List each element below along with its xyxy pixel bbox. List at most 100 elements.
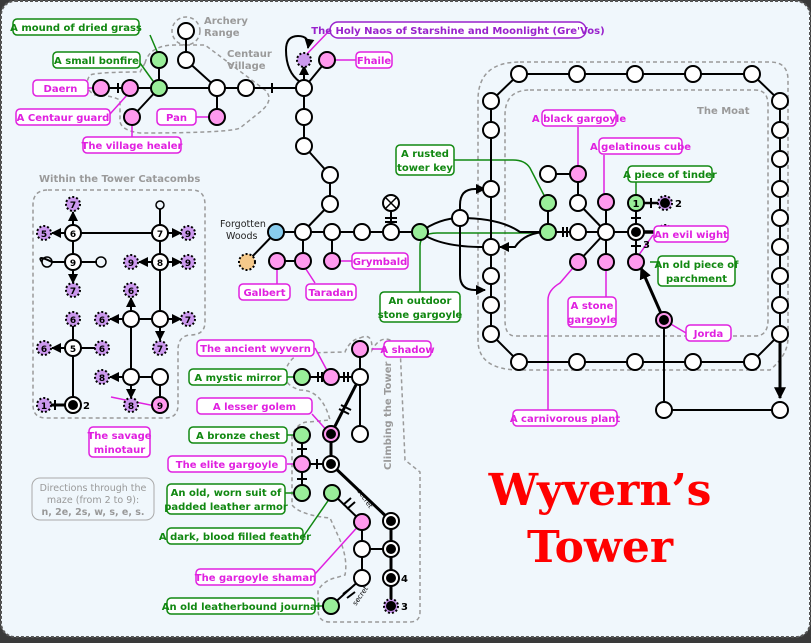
node-road-4[interactable] [321,195,339,213]
node-leather-armor[interactable] [293,484,311,502]
node-carnivorous-plant[interactable] [569,253,587,271]
node-woods-exit[interactable] [238,253,256,271]
node-ancient-wyvern[interactable] [322,368,340,386]
node-mystic-mirror[interactable] [293,368,311,386]
node-inner-3[interactable] [569,223,587,241]
label-text: An evil wight [654,230,728,241]
npc-label-jorda[interactable]: Jorda [685,324,732,342]
label-text: A Centaur guard [17,113,110,124]
node-elite-gargoyle[interactable] [293,455,311,473]
node-crossroads[interactable] [295,79,313,97]
npc-label-shadow[interactable]: A shadow [380,340,435,358]
node-small-bonfire[interactable] [150,79,168,97]
npc-label-lesser-golem[interactable]: A lesser golem [196,397,313,415]
node-village-north[interactable] [177,51,195,69]
npc-label-holy-naos[interactable]: The Holy Naos of Starshine and Moonlight… [311,21,605,39]
npc-label-daern[interactable]: Daern [32,79,89,97]
npc-label-taradan[interactable]: Taradan [305,283,357,301]
npc-label-evil-wight[interactable]: An evil wight [653,225,729,243]
npc-label-black-gargoyle[interactable]: A black gargoyle [532,109,626,127]
npc-label-centaur-guard[interactable]: A Centaur guard [15,108,111,126]
node-black-gargoyle[interactable] [569,165,587,183]
label-text: A carnivorous plant [510,414,621,425]
node-climb-east[interactable] [351,425,369,443]
node-blood-feather[interactable] [323,484,341,502]
node-forgotten-woods[interactable] [267,223,285,241]
node-outdoor-gargoyle[interactable] [411,223,429,241]
item-label-bronze-chest[interactable]: A bronze chest [188,426,288,444]
node-inner-west[interactable] [539,165,557,183]
item-label-blood-feather[interactable]: A dark, blood filled feather [159,527,311,545]
npc-label-grymbald[interactable]: Grymbald [351,252,409,270]
node-village-healer[interactable] [123,108,141,126]
node-road-2[interactable] [295,137,313,155]
npc-label-pan[interactable]: Pan [156,108,197,126]
node-road-3[interactable] [321,166,339,184]
node-village-east[interactable] [237,79,255,97]
node-centaur-guard[interactable] [121,79,139,97]
label-text: A dark, blood filled feather [159,532,311,543]
node-stone-gargoyle[interactable] [597,253,615,271]
node-village-center[interactable] [208,79,226,97]
item-label-small-bonfire[interactable]: A small bonfire [52,51,141,69]
node-leather-journal[interactable] [322,597,340,615]
node-south-2[interactable] [771,401,789,419]
node-piece-of-tinder[interactable] [627,194,645,212]
node-tower-gate[interactable] [539,223,557,241]
node-road-1[interactable] [295,108,313,126]
node-trunk-4[interactable] [382,223,400,241]
npc-label-carnivorous-plant[interactable]: A carnivorous plant [510,409,621,427]
npc-label-elite-gargoyle[interactable]: The elite gargoyle [167,455,287,473]
node-evil-wight[interactable] [627,253,645,271]
node-gargoyle-shaman[interactable] [353,513,371,531]
node-inner-hub[interactable] [597,223,615,241]
node-moat-junction[interactable] [451,209,469,227]
node-shadow[interactable] [351,340,369,358]
npc-label-gelatinous-cube[interactable]: A gelatinous cube [590,137,691,155]
item-label-leather-journal[interactable]: An old leatherbound journal [162,597,320,615]
node-south-1[interactable] [655,401,673,419]
npc-label-ancient-wyvern[interactable]: The ancient wyvern [196,339,315,357]
node-taradan[interactable] [294,252,312,270]
label-text: A shadow [380,345,434,356]
label-text: A bronze chest [196,431,280,442]
node-trunk-3[interactable] [353,223,371,241]
node-inner-2[interactable] [569,194,587,212]
npc-label-village-healer[interactable]: The village healer [82,136,183,154]
label-text: gargoyle [567,315,617,326]
node-archery-range[interactable] [177,22,195,40]
node-holy-naos[interactable] [296,52,312,68]
node-bronze-chest[interactable] [293,426,311,444]
item-label-mystic-mirror[interactable]: A mystic mirror [188,368,288,386]
node-gelatinous-cube[interactable] [597,193,615,211]
node-climb-low-2[interactable] [353,569,371,587]
node-dried-grass[interactable] [150,51,168,69]
node-climb-low-1[interactable] [353,540,371,558]
npc-label-fhaile[interactable]: Fhaile [355,51,393,69]
node-trunk-2[interactable] [323,223,341,241]
npc-label-galbert[interactable]: Galbert [238,283,291,301]
label-text: stone gargoyle [378,310,463,321]
node-fhaile[interactable] [318,51,336,69]
node-pan[interactable] [208,108,226,126]
node-daern[interactable] [92,79,110,97]
node-galbert[interactable] [268,252,286,270]
svg-text:7: 7 [70,287,76,297]
node-rusted-key[interactable] [539,194,557,212]
label-text: Jorda [693,329,723,340]
node-grymbald[interactable] [323,252,341,270]
moat-inner-outline [504,89,769,337]
item-label-dried-grass[interactable]: A mound of dried grass [10,18,142,36]
item-label-piece-of-tinder[interactable]: A piece of tinder [623,165,717,183]
npc-label-gargoyle-shaman[interactable]: The gargoyle shaman [195,568,316,586]
label-text: A lesser golem [213,402,296,413]
node-trunk-1[interactable] [294,223,312,241]
node-climb-top[interactable] [351,368,369,386]
